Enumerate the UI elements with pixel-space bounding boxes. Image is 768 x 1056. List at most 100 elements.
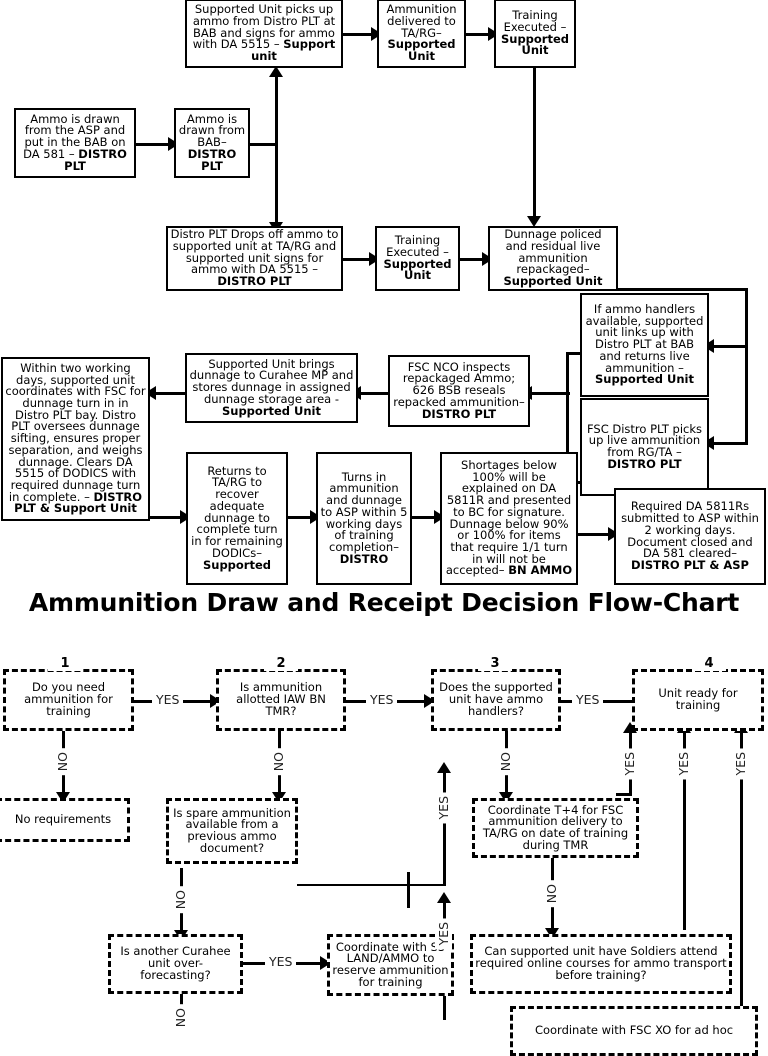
node-text: Coordinate T+4 for FSC ammunition delive…: [482, 802, 629, 852]
connector-d6-riser: [443, 770, 446, 886]
arrowhead-d7-d10: [545, 928, 559, 939]
arrowhead-n1-n2: [168, 137, 179, 151]
node-text: Is ammunition allotted IAW BN TMR?: [236, 680, 326, 718]
flow1-node-n17[interactable]: Required DA 5811Rs submitted to ASP with…: [614, 488, 766, 585]
connector-n9n10-bus: [566, 352, 569, 484]
connector-n11-n12: [358, 392, 388, 395]
node-text: Returns to TA/RG to recover adequate dun…: [191, 463, 283, 560]
connector-d7-east: [616, 793, 632, 796]
edge-label-yes-d1-d2: YES: [152, 691, 184, 708]
flow1-node-n9[interactable]: If ammo handlers available, supported un…: [580, 293, 709, 397]
connector-n5-n8: [533, 66, 536, 224]
connector-into-n10: [712, 442, 748, 445]
flow2-node-d7[interactable]: Coordinate T+4 for FSC ammunition delive…: [472, 798, 639, 858]
arrowhead-n6-n7: [369, 252, 380, 266]
arrowhead-into-n3: [269, 66, 283, 77]
edge-label-no-d1-d5: NO: [54, 748, 71, 776]
node-text: Ammunition delivered to TA/RG–: [386, 2, 457, 40]
flow2-node-d4[interactable]: Unit ready for training: [632, 669, 764, 731]
flow1-node-n1[interactable]: Ammo is drawn from the ASP and put in th…: [14, 108, 136, 178]
node-text: Required DA 5811Rs submitted to ASP with…: [621, 499, 759, 561]
arrowhead-n4-n5: [488, 27, 499, 41]
node-text: Can supported unit have Soldiers attend …: [475, 944, 727, 982]
flow1-node-n11[interactable]: FSC NCO inspects repackaged Ammo; 626 BS…: [388, 355, 530, 427]
connector-n6-n7: [343, 258, 375, 261]
flow1-node-n15[interactable]: Turns in ammunition and dunnage to ASP w…: [316, 452, 412, 585]
node-role: DISTRO PLT: [187, 146, 237, 173]
flow2-node-d1[interactable]: Do you need ammunition for training: [3, 669, 134, 731]
arrowhead-d2-d3: [424, 694, 435, 708]
flow1-node-n6[interactable]: Distro PLT Drops off ammo to supported u…: [166, 226, 343, 291]
node-text: Supported Unit brings dunnage to Curahee…: [189, 356, 354, 406]
node-text: Does the supported unit have ammo handle…: [439, 680, 553, 718]
node-text: FSC NCO inspects repackaged Ammo; 626 BS…: [393, 359, 525, 409]
node-text: Shortages below 100% will be explained o…: [445, 457, 572, 578]
arrowhead-n16-n17: [608, 527, 619, 541]
node-text: Supported Unit picks up ammo from Distro…: [192, 2, 336, 52]
flow2-node-d8[interactable]: Is another Curahee unit over-forecasting…: [108, 934, 243, 994]
step-number-3: 3: [478, 656, 512, 671]
edge-label-no-d2-d6: NO: [270, 748, 287, 776]
connector-bus-n11: [530, 392, 570, 395]
node-text: Coordinate with S3 LAND/AMMO to reserve …: [332, 939, 449, 989]
connector-n13-n14: [150, 516, 186, 519]
node-text: Is spare ammunition available from a pre…: [173, 805, 291, 855]
edge-label-yes-d3-d4: YES: [572, 691, 604, 708]
arrowhead-n13-n14: [180, 510, 191, 524]
node-text: Training Executed –: [386, 233, 449, 259]
node-text: Coordinate with FSC XO for ad hoc: [534, 1023, 734, 1038]
connector-n12-n13: [153, 392, 185, 395]
connector-n16-n17: [578, 533, 614, 536]
flow1-node-n16[interactable]: Shortages below 100% will be explained o…: [440, 452, 578, 585]
arrowhead-d1-d5: [56, 792, 70, 803]
node-role: BN AMMO: [508, 563, 573, 578]
flow1-node-n4[interactable]: Ammunition delivered to TA/RG– Supported…: [377, 0, 466, 68]
flow2-node-d11[interactable]: Coordinate with FSC XO for ad hoc: [510, 1006, 758, 1056]
node-text: No requirements: [14, 812, 112, 827]
edge-label-no-d3-d7: NO: [497, 748, 514, 776]
edge-label-no-d6-d8: NO: [172, 886, 189, 914]
node-role: Supported: [202, 557, 272, 572]
flow1-node-n10[interactable]: FSC Distro PLT picks up live ammunition …: [580, 398, 709, 496]
flow1-node-n8[interactable]: Dunnage policed and residual live ammuni…: [488, 226, 618, 291]
arrowhead-d3-d7: [499, 792, 513, 803]
flow2-node-d9[interactable]: Coordinate with S3 LAND/AMMO to reserve …: [327, 934, 454, 996]
node-role: Supported Unit: [387, 37, 456, 64]
connector-n15-n16: [412, 516, 440, 519]
node-text: Turns in ammunition and dunnage to ASP w…: [320, 469, 408, 554]
node-role: DISTRO PLT: [64, 146, 127, 173]
flow2-node-d3[interactable]: Does the supported unit have ammo handle…: [431, 669, 561, 731]
node-text: Do you need ammunition for training: [24, 680, 113, 718]
node-role: Supported Unit: [221, 403, 321, 418]
arrowhead-n3-n4: [371, 27, 382, 41]
edge-label-yes-d8-d9: YES: [265, 953, 297, 970]
flow2-node-d5[interactable]: No requirements: [0, 798, 130, 842]
flow2-node-d6[interactable]: Is spare ammunition available from a pre…: [166, 798, 298, 864]
node-text: FSC Distro PLT picks up live ammunition …: [586, 421, 703, 459]
flow1-node-n2[interactable]: Ammo is drawn from BAB– DISTRO PLT: [174, 108, 250, 178]
node-text: Ammo is drawn from BAB–: [178, 111, 246, 150]
flow1-node-n5[interactable]: Training Executed – Supported Unit: [494, 0, 576, 68]
flow2-node-d2[interactable]: Is ammunition allotted IAW BN TMR?: [216, 669, 346, 731]
connector-d6-east: [297, 884, 445, 886]
flow1-node-n7[interactable]: Training Executed – Supported Unit: [375, 226, 460, 291]
edge-label-yes-d11-d4: YES: [732, 748, 749, 780]
node-role: DISTRO PLT: [421, 406, 497, 421]
edge-label-yes-d9-up: YES: [435, 918, 452, 950]
flow1-node-n12[interactable]: Supported Unit brings dunnage to Curahee…: [185, 353, 358, 423]
flow2-node-d10[interactable]: Can supported unit have Soldiers attend …: [470, 934, 732, 994]
node-role: DISTRO PLT & Support Unit: [14, 489, 143, 516]
connector-d11-riser: [740, 730, 743, 1024]
node-role: Supported Unit: [503, 274, 603, 289]
node-role: Supported Unit: [594, 372, 694, 387]
flow1-node-n14[interactable]: Returns to TA/RG to recover adequate dun…: [186, 452, 288, 585]
flow1-node-n13[interactable]: Within two working days, supported unit …: [1, 357, 150, 521]
flow1-node-n3[interactable]: Supported Unit picks up ammo from Distro…: [185, 0, 343, 68]
arrowhead-d1-d2: [210, 694, 221, 708]
arrowhead-d8-d9: [320, 956, 331, 970]
node-text: Is another Curahee unit over-forecasting…: [120, 944, 231, 982]
arrowhead-d2-d6: [272, 792, 286, 803]
connector-n7-n8: [460, 258, 488, 261]
connector-n2-riser: [249, 143, 278, 146]
arrowhead-n7-n8: [482, 252, 493, 266]
